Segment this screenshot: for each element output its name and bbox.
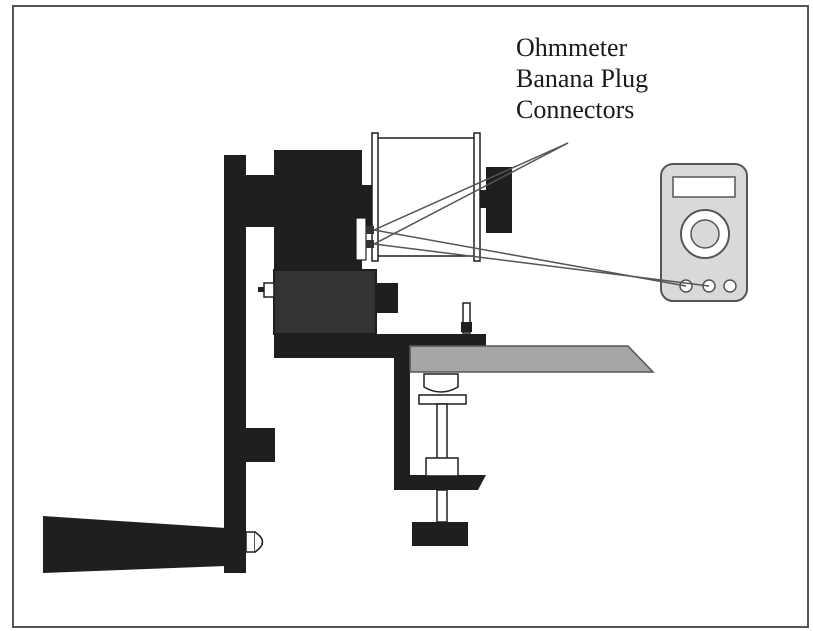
dial-icon: [680, 209, 730, 259]
motor-block: [274, 150, 372, 272]
label-line-1: Ohmmeter: [516, 33, 628, 62]
base-handle: [43, 516, 226, 573]
stand-knob: [245, 531, 264, 553]
banana-plug-terminals: [345, 217, 374, 261]
coil-spool: [371, 132, 481, 262]
gear-box: [258, 269, 398, 335]
clamp-screw: [412, 373, 468, 546]
label-leader-lines: [373, 142, 569, 245]
ohmmeter-connector-label: Ohmmeter Banana Plug Connectors: [516, 32, 648, 125]
c-clamp: [394, 345, 486, 490]
ohmmeter-wires: [373, 229, 710, 287]
label-line-3: Connectors: [516, 95, 635, 124]
vertical-stand: [224, 155, 276, 573]
label-line-2: Banana Plug: [516, 64, 649, 93]
table-board: [409, 345, 655, 373]
ohmmeter: [660, 163, 748, 302]
